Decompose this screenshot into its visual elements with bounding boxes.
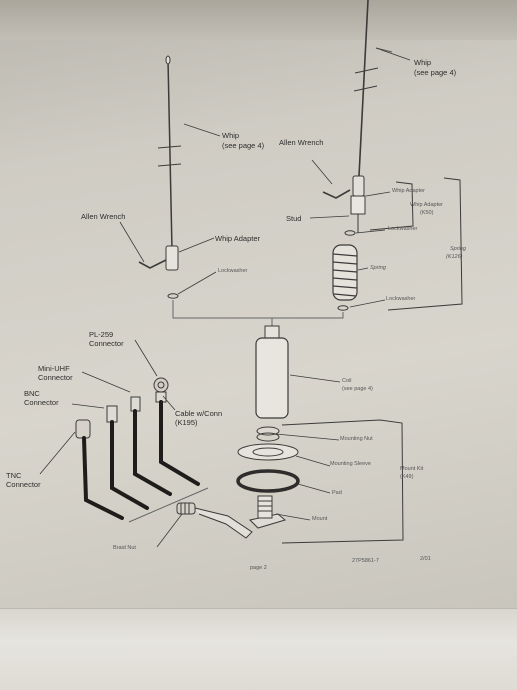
label-cable: Cable w/Conn <box>175 409 223 418</box>
allen-wrench-left-drawing <box>138 259 167 269</box>
label-whip-left-ref: (see page 4) <box>222 141 265 150</box>
label-mini-uhf-2: Connector <box>38 373 73 382</box>
k50-bracket <box>369 181 414 231</box>
label-stud: Stud <box>286 214 302 223</box>
label-spring-bracket-code: (K126) <box>446 254 463 260</box>
label-coil: Coil <box>342 378 352 384</box>
whip-right-drawing <box>353 0 393 177</box>
label-mini-uhf: Mini-UHF <box>38 364 70 373</box>
label-whip-adapter-k50-code: (K50) <box>420 210 434 216</box>
label-mount-kit: Mount Kit <box>400 466 424 472</box>
label-lockwasher-upper: Lockwasher <box>388 226 418 232</box>
footer-doc-code: 27P5861-7 <box>352 558 379 564</box>
k126-bracket <box>387 177 463 311</box>
label-whip-top: Whip <box>414 58 432 67</box>
spring-drawing <box>332 244 358 301</box>
label-lockwasher-left: Lockwasher <box>218 268 248 274</box>
paper-top-shadow <box>0 0 517 40</box>
braid-nut-drawing <box>176 502 253 539</box>
connector-drawings <box>75 377 169 439</box>
whip-adapter-right-drawing <box>337 175 366 311</box>
label-pl259-2: Connector <box>89 339 124 348</box>
footer-page-number: page 2 <box>250 565 267 571</box>
label-mounting-nut: Mounting Nut <box>340 436 373 442</box>
label-tnc-2: Connector <box>6 480 41 489</box>
label-pl259: PL-259 <box>89 330 114 339</box>
label-bnc-2: Connector <box>24 398 59 407</box>
footer-date: 2/01 <box>420 556 431 562</box>
label-whip-top-ref: (see page 4) <box>414 68 457 77</box>
label-allen-wrench-right: Allen Wrench <box>279 138 324 147</box>
label-cable-code: (K195) <box>175 418 198 427</box>
leader-lines <box>39 47 411 548</box>
cable-drawings <box>82 400 200 520</box>
label-whip-adapter-right: Whip Adapter <box>392 188 426 194</box>
label-mount-kit-code: (K49) <box>400 474 414 480</box>
label-pad: Pad <box>332 490 342 496</box>
label-whip-adapter-left: Whip Adapter <box>215 234 261 243</box>
label-whip-left: Whip <box>222 131 240 140</box>
whip-left-drawing <box>138 55 182 299</box>
label-coil-ref: (see page 4) <box>342 386 373 392</box>
label-mount: Mount <box>312 516 328 522</box>
label-spring-bracket: Spring <box>450 246 466 252</box>
label-lockwasher-lower: Lockwasher <box>386 296 416 302</box>
paper-fold <box>0 608 517 690</box>
label-tnc: TNC <box>6 471 22 480</box>
label-whip-adapter-k50: Whip Adapter <box>410 202 444 208</box>
allen-wrench-right-drawing <box>322 189 351 199</box>
label-bnc: BNC <box>24 389 40 398</box>
label-allen-wrench-left: Allen Wrench <box>81 212 126 221</box>
mount-kit-bracket <box>281 419 404 544</box>
label-spring: Spring <box>370 265 386 271</box>
coil-drawing <box>236 325 300 529</box>
label-mounting-sleeve: Mounting Sleeve <box>330 461 371 467</box>
label-braid-nut: Braid Nut <box>113 545 136 551</box>
